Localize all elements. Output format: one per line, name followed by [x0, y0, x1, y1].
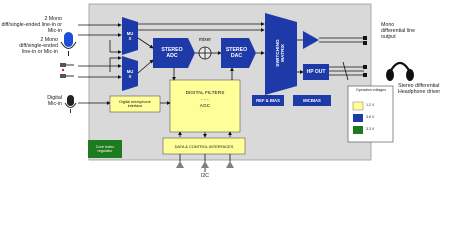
bypass-lines	[138, 22, 265, 32]
mux-to-adc-lines	[137, 37, 154, 74]
digital-mic-interface-label: Digital microphone interface	[119, 100, 151, 108]
mixer-label: mixer	[198, 37, 212, 43]
switching-matrix-shape	[265, 13, 297, 95]
legend-item-3: 3.3 V	[366, 127, 375, 131]
i2c-pins	[176, 161, 234, 168]
ref-bias-shape	[252, 95, 284, 106]
mono-output-label: Mono differential line output	[381, 22, 416, 40]
digital-filters-shape	[169, 79, 241, 133]
data-control-shape	[162, 137, 246, 155]
data-control-label: DATA & CONTROL INTERFACES	[174, 143, 234, 149]
mux-bottom-label: MU X	[126, 69, 134, 79]
core-regulator-label: Core index regulator	[95, 145, 115, 153]
micbias-label: MICBIAS	[303, 98, 321, 103]
mux-top-shape	[122, 17, 138, 55]
mono-output-amp	[303, 31, 319, 49]
adc-shape	[153, 38, 195, 68]
legend-swatch-1	[352, 101, 364, 111]
ref-bias-label: REF & BIAS	[256, 98, 280, 103]
mux-bottom-shape	[122, 56, 138, 91]
hp-out-label: HP OUT	[306, 69, 326, 75]
filters-connections	[160, 67, 234, 138]
digital-filters-label: DIGITAL FILTERS	[185, 91, 225, 96]
mixer-symbol	[198, 46, 212, 60]
hp-output-lines	[329, 61, 364, 81]
legend-swatch-3	[353, 126, 363, 134]
switching-matrix-label: SWITCHING MATRIX	[276, 39, 286, 67]
digital-microphone-icon	[64, 95, 77, 113]
block-diagram: 2 Mono diff/single-ended line-in or Mic-…	[1, 3, 441, 179]
dac-label: STEREO DAC	[225, 47, 248, 59]
adc-label: STEREO ADC	[161, 47, 183, 59]
diagram-canvas	[60, 3, 414, 172]
headphone-output-label: Stereo differential Headphone driver	[398, 83, 441, 95]
input-label-1: 2 Mono diff/single-ended line-in or Mic-…	[1, 16, 62, 34]
legend-title: Operation voltages	[355, 88, 387, 92]
legend-item-1: 1.2 V	[366, 103, 375, 107]
micbias-shape	[293, 95, 331, 106]
mux-top-label: MU X	[126, 31, 134, 41]
legend-item-2: 3.6 V	[366, 115, 375, 119]
digital-mic-interface-shape	[109, 95, 161, 113]
core-regulator-shape	[88, 140, 122, 158]
input-lines	[78, 23, 122, 105]
mono-output-lines	[319, 37, 364, 43]
line-in-jack-icon	[60, 63, 74, 78]
dac-shape	[221, 38, 256, 68]
i2c-label: I2C	[200, 173, 210, 179]
legend-swatch-2	[353, 114, 363, 122]
agc-label: AGC	[199, 104, 211, 109]
headphones-icon	[386, 61, 414, 81]
microphone-icon	[60, 32, 77, 56]
filters-separator: - - -	[201, 97, 209, 103]
digital-mic-label: Digital Mic-in	[47, 95, 62, 107]
input-label-2: 2 Mono diff/single-ended line-in or Mic-…	[19, 37, 58, 55]
hp-out-shape	[303, 64, 329, 80]
